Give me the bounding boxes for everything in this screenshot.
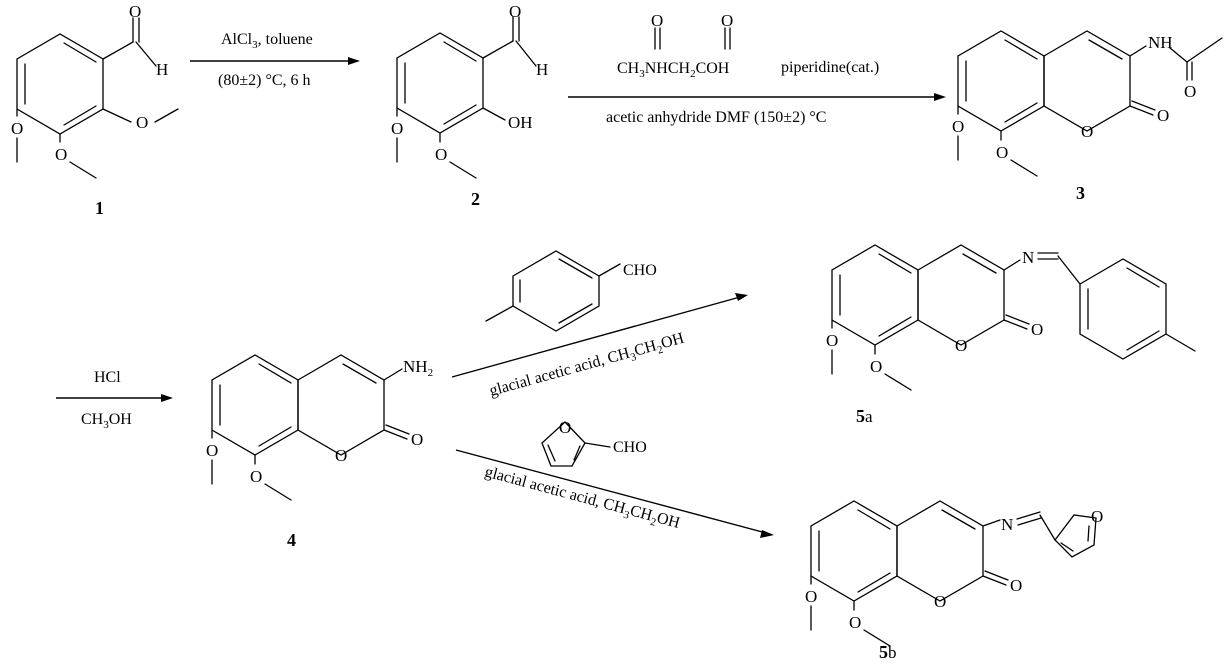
oxygen-label: O <box>721 11 733 30</box>
step3-reagent: HCl <box>94 369 121 386</box>
compound-5b-structure: O O N O O O <box>805 500 1103 647</box>
compound-1-structure: O H O O O <box>11 2 179 179</box>
imine-n-label: N <box>1022 248 1034 267</box>
compound-4-structure: O O NH2 O O <box>206 354 433 501</box>
amide-nh-label: NH <box>1148 33 1173 52</box>
hydroxyl-label: OH <box>508 113 533 132</box>
furan-oxygen-label: O <box>559 418 571 437</box>
step1-conditions: (80±2) °C, 6 h <box>218 72 311 89</box>
n-acetylglycine-structure: O O CH3NHCH2COH <box>617 11 733 80</box>
ring-oxygen-label: O <box>1081 122 1093 141</box>
oxygen-label: O <box>805 587 817 606</box>
compound-5a-label: 5a <box>856 406 873 426</box>
amide-oxygen-label: O <box>1184 82 1196 101</box>
compound-4-label: 4 <box>287 530 296 550</box>
arrow-step-4b <box>455 449 774 538</box>
ring-oxygen-label: O <box>955 336 967 355</box>
arrow-step-1 <box>190 57 360 65</box>
oxygen-label: O <box>435 145 447 164</box>
hydrogen-label: H <box>156 60 168 79</box>
oxygen-label: O <box>651 11 663 30</box>
step4a-conditions: glacial acetic acid, CH3CH2OH <box>488 330 688 403</box>
ring-oxygen-label: O <box>934 592 946 611</box>
imine-n-label: N <box>1001 515 1013 534</box>
compound-3-structure: O O NH O O O <box>952 30 1223 177</box>
arrow-step-4a <box>451 293 748 378</box>
compound-2-structure: O H OH O O <box>391 2 548 179</box>
compound-1-label: 1 <box>95 198 104 218</box>
oxygen-label: O <box>509 2 521 21</box>
p-tolualdehyde-structure: CHO <box>485 250 657 332</box>
oxygen-label: O <box>996 143 1008 162</box>
compound-2-label: 2 <box>471 189 480 209</box>
carbonyl-oxygen-label: O <box>1010 576 1022 595</box>
oxygen-label: O <box>136 113 148 132</box>
oxygen-label: O <box>206 441 218 460</box>
oxygen-label: O <box>250 467 262 486</box>
carbonyl-oxygen-label: O <box>1157 106 1169 125</box>
oxygen-label: O <box>391 119 403 138</box>
step4b-conditions: glacial acetic acid, CH3CH2OH <box>482 463 682 534</box>
carbonyl-oxygen-label: O <box>1031 320 1043 339</box>
oxygen-label: O <box>849 613 861 632</box>
step3-solvent: CH3OH <box>81 411 132 431</box>
compound-5b-label: 5b <box>879 642 897 662</box>
oxygen-label: O <box>11 119 23 138</box>
amine-label: NH2 <box>403 357 433 379</box>
step2-catalyst: piperidine(cat.) <box>781 59 879 76</box>
compound-5a-structure: O O N O O <box>826 244 1196 391</box>
carbonyl-oxygen-label: O <box>411 430 423 449</box>
compound-3-label: 3 <box>1076 183 1085 203</box>
aldehyde-label: CHO <box>623 262 657 279</box>
oxygen-label: O <box>952 117 964 136</box>
furan-oxygen-label: O <box>1091 507 1103 526</box>
hydrogen-label: H <box>536 60 548 79</box>
step1-reagent: AlCl3, toluene <box>221 31 313 51</box>
arrow-step-2 <box>568 93 946 101</box>
aldehyde-label: CHO <box>613 439 647 456</box>
arrow-step-3 <box>56 394 173 402</box>
oxygen-label: O <box>55 145 67 164</box>
n-acetylglycine-formula: CH3NHCH2COH <box>617 60 730 80</box>
step2-conditions: acetic anhydride DMF (150±2) °C <box>606 109 826 126</box>
furfural-structure: O CHO <box>541 418 647 467</box>
oxygen-label: O <box>870 357 882 376</box>
oxygen-label: O <box>826 331 838 350</box>
oxygen-label: O <box>129 2 141 21</box>
ring-oxygen-label: O <box>335 446 347 465</box>
